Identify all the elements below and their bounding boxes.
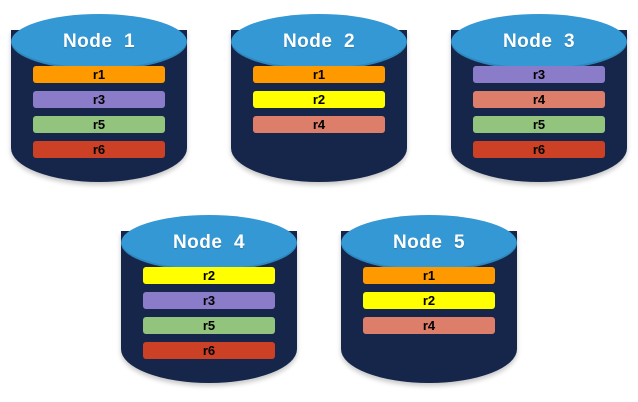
replica-bar-r6[interactable]: r6 xyxy=(33,141,165,158)
cylinder-top-ellipse xyxy=(451,14,627,70)
replica-bar-r3[interactable]: r3 xyxy=(143,292,275,309)
database-node[interactable]: Node 2 r1 r2 r4 xyxy=(223,8,415,193)
replica-bar-r5[interactable]: r5 xyxy=(143,317,275,334)
replica-stack: r1 r2 r4 xyxy=(253,66,385,133)
node-title: Node 4 xyxy=(172,232,246,253)
replica-bar-r5[interactable]: r5 xyxy=(473,116,605,133)
replica-bar-r1[interactable]: r1 xyxy=(253,66,385,83)
replica-bar-r1[interactable]: r1 xyxy=(363,267,495,284)
replica-bar-r4[interactable]: r4 xyxy=(253,116,385,133)
node-title: Node 5 xyxy=(392,232,466,253)
replica-bar-r6[interactable]: r6 xyxy=(473,141,605,158)
node-title: Node 2 xyxy=(282,31,356,52)
replica-stack: r1 r2 r4 xyxy=(363,267,495,334)
cylinder-top-ellipse xyxy=(231,14,407,70)
cylinder-top-ellipse xyxy=(121,215,297,271)
replica-stack: r2 r3 r5 r6 xyxy=(143,267,275,359)
node-title: Node 3 xyxy=(502,31,576,52)
cylinder-top-ellipse xyxy=(11,14,187,70)
replica-bar-r2[interactable]: r2 xyxy=(363,292,495,309)
database-node[interactable]: Node 4 r2 r3 r5 r6 xyxy=(113,209,305,394)
node-row-top: Node 1 r1 r3 r5 r6 Node 2 r1 r2 r4 Node 3 r3 r4 r5 r6 xyxy=(0,8,638,193)
replica-bar-r5[interactable]: r5 xyxy=(33,116,165,133)
replica-bar-r3[interactable]: r3 xyxy=(473,66,605,83)
node-row-bottom: Node 4 r2 r3 r5 r6 Node 5 r1 r2 r4 xyxy=(0,209,638,394)
replica-bar-r4[interactable]: r4 xyxy=(363,317,495,334)
cylinder-top-ellipse xyxy=(341,215,517,271)
replica-stack: r3 r4 r5 r6 xyxy=(473,66,605,158)
replica-bar-r2[interactable]: r2 xyxy=(143,267,275,284)
database-node[interactable]: Node 5 r1 r2 r4 xyxy=(333,209,525,394)
node-title: Node 1 xyxy=(62,31,136,52)
replica-bar-r1[interactable]: r1 xyxy=(33,66,165,83)
database-node[interactable]: Node 1 r1 r3 r5 r6 xyxy=(3,8,195,193)
replica-bar-r6[interactable]: r6 xyxy=(143,342,275,359)
database-node[interactable]: Node 3 r3 r4 r5 r6 xyxy=(443,8,635,193)
replica-bar-r4[interactable]: r4 xyxy=(473,91,605,108)
replica-stack: r1 r3 r5 r6 xyxy=(33,66,165,158)
replica-bar-r3[interactable]: r3 xyxy=(33,91,165,108)
replica-bar-r2[interactable]: r2 xyxy=(253,91,385,108)
